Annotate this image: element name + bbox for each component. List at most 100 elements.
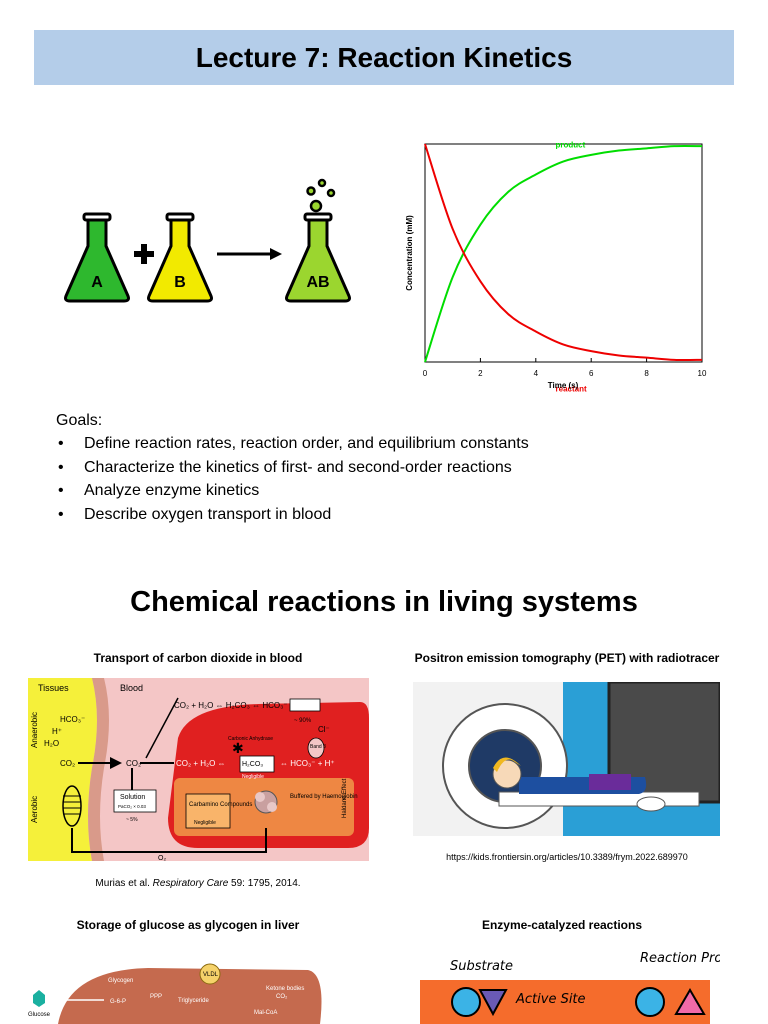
enzyme-panel-caption: Enzyme-catalyzed reactions [481,918,643,932]
glucose-label: Glucose [28,1012,51,1018]
ppp-label: PPP [150,994,162,1000]
goals-section: Goals: Define reaction rates, reaction o… [56,409,736,526]
scanner-bed [498,791,700,807]
co2-citation: Murias et al. Respiratory Care 59: 1795,… [28,878,368,889]
enzyme-diagram: Substrate Active Site Reaction Products [410,940,720,1024]
vldl-label: VLDL [203,972,219,978]
bubbles [306,178,336,213]
x-axis-label: Time (s) [548,381,579,390]
mid-right-equation: ⇔ HCO₃⁻ + H⁺ [280,759,335,768]
patient-shorts [589,774,631,790]
citation-details: 59: 1795, 2014. [228,878,301,889]
x-tick-label: 6 [589,369,594,378]
substrate-triangle [478,989,508,1017]
buffered-label: Buffered by Haemoglobin [290,794,358,800]
tissues-region [28,678,97,861]
goal-item: Characterize the kinetics of first- and … [56,456,736,480]
tissues-label: Tissues [38,683,69,693]
page-title: Lecture 7: Reaction Kinetics [195,42,573,73]
triglyceride-label: Triglyceride [178,998,209,1004]
pet-scan-illustration [413,682,720,836]
x-tick-label: 2 [478,369,483,378]
y-axis-label: Concentration (mM) [405,215,414,291]
vessel-wall [88,678,109,861]
section-title: Chemical reactions in living systems [130,586,638,618]
plot-frame [424,143,703,363]
plus-sign [134,244,154,264]
substrate-circle [451,987,481,1017]
substrate-label: Substrate [450,959,513,974]
liver-shape [58,968,322,1024]
goal-item: Define reaction rates, reaction order, a… [56,432,736,456]
glucose-panel-caption: Storage of glucose as glycogen in liver [76,918,300,932]
active-site-label: Active Site [515,992,586,1007]
glycogen-label: Glycogen [108,978,133,984]
glucose-icon [33,990,45,1007]
flask-a: A [64,212,130,303]
band3-label: Band 3 [310,744,326,750]
tissue-co2-label: CO₂ [60,759,75,768]
series-line-reactant [424,143,703,361]
goal-item: Describe oxygen transport in blood [56,503,736,527]
aerobic-label: Aerobic [30,796,39,823]
blood-co2-label: CO₂ [126,759,141,768]
solution-box [113,789,157,813]
series-label-reactant: reactant [556,385,587,394]
ketone-co2-label: CO₂ [276,994,288,1000]
goals-list: Define reaction rates, reaction order, a… [56,432,736,526]
mid-equation: CO₂ + H₂O ⇔ [176,759,226,768]
goals-heading: Goals: [56,412,103,429]
flask-ab: AB [285,212,351,303]
flask-b-label: B [174,274,186,291]
o2-label: O₂ [158,855,166,861]
ca-label: Carbonic Anhydrase [228,736,273,742]
h-label: H⁺ [52,727,62,736]
top-equation: CO₂ + H₂O ⇔ H₂CO₃ ⇔ HCO₃⁻ + H⁺ [174,701,307,710]
patient-feet [636,796,666,812]
pet-panel-caption: Positron emission tomography (PET) with … [414,651,720,665]
reaction-flasks-illustration: A B AB [64,178,351,303]
solution-sub: PaCO₂ × 0.03 [118,804,146,809]
h2co3-negligible: Negligible [242,774,264,780]
citation-journal: Respiratory Care [152,878,229,889]
patient-head [492,759,522,789]
pet-source-url: https://kids.frontiersin.org/articles/10… [446,852,688,862]
reaction-arrow [217,248,282,260]
ketone-label: Ketone bodies [266,986,304,992]
carbamino-box [185,793,231,829]
patient-hair [493,757,521,772]
co2-panel-caption: Transport of carbon dioxide in blood [93,651,303,665]
haldane-label: Haldane Effect [342,778,348,818]
ca-star: ✱ [232,740,244,756]
x-tick-label: 0 [423,369,428,378]
haemoglobin-icon [254,790,278,814]
solution-label: Solution [120,794,145,801]
blood-label: Blood [120,683,143,693]
hco3-label: HCO₃⁻ [60,715,85,724]
carbamino-label: Carbamino Compounds [189,802,252,808]
series-line-product [424,145,703,363]
goal-item: Analyze enzyme kinetics [56,479,736,503]
flask-a-label: A [91,274,103,291]
carbamino-negligible: Negligible [194,820,216,826]
solution-percent: ~ 5% [126,817,138,823]
products-label: Reaction Products [640,951,720,966]
title-banner: Lecture 7: Reaction Kinetics [34,30,734,85]
band3-channel [307,737,325,759]
anaerobic-label: Anaerobic [30,712,39,748]
series-label-product: product [556,140,586,149]
flask-ab-label: AB [306,274,329,291]
mitochondrion [62,785,82,827]
product-circle [635,987,665,1017]
flask-b: B [147,212,213,303]
x-tick-label: 4 [534,369,539,378]
h2co3-label: H₂CO₃ [242,761,263,768]
vldl-droplet [199,963,221,985]
malcoa-label: Mal-CoA [254,1010,277,1016]
cl-label: Cl⁻ [318,725,330,734]
g6p-label: G-6-P [110,999,126,1005]
h2o-label: H₂O [44,739,59,748]
co2-transport-diagram: Tissues Blood Anaerobic Aerobic HCO₃⁻ H⁺… [28,678,369,861]
top-percent: ~ 90% [294,718,312,724]
